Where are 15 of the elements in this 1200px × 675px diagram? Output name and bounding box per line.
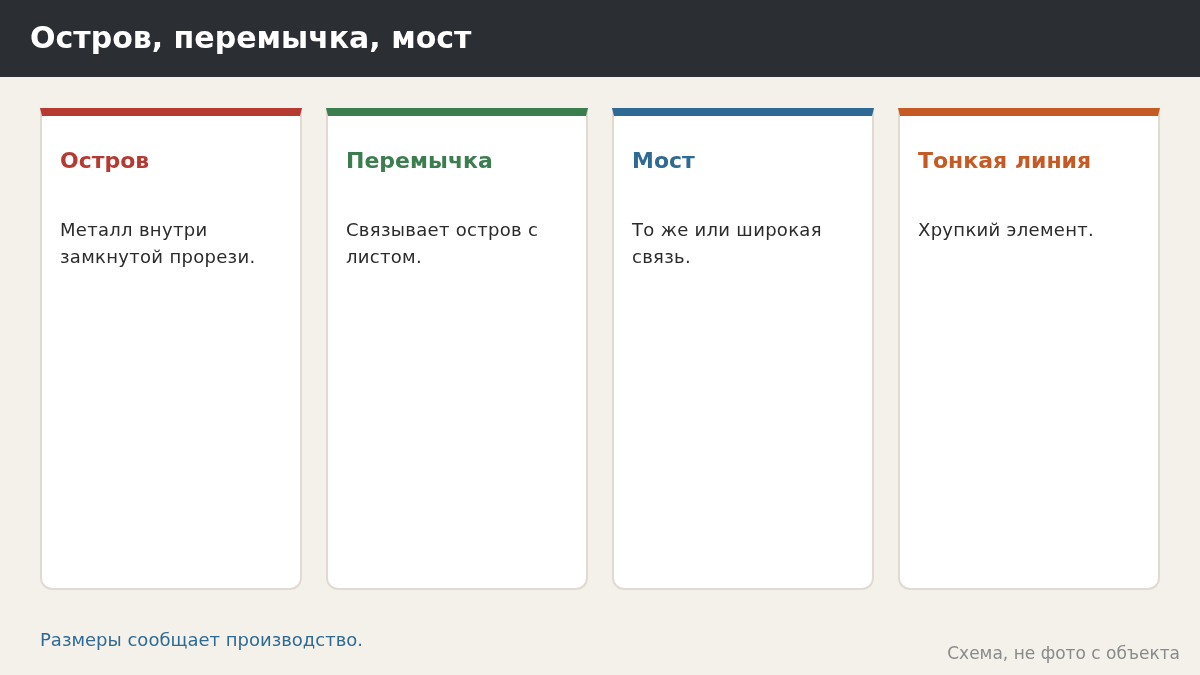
title: Остров, перемычка, мост — [30, 19, 472, 57]
card-panel — [40, 108, 302, 590]
card-text: То же или широкая связь. — [632, 218, 823, 269]
card-title: Мост — [632, 147, 695, 175]
card-title: Остров — [60, 147, 150, 175]
card-text: Металл внутри замкнутой прорези. — [60, 218, 257, 269]
footer-note: Размеры сообщает производство. — [40, 628, 364, 652]
card-title: Тонкая линия — [918, 147, 1092, 175]
card-text: Хрупкий элемент. — [918, 218, 1096, 242]
card-panel — [898, 108, 1160, 590]
card-panel — [612, 108, 874, 590]
source-note: Схема, не фото с объекта — [947, 642, 1180, 664]
card-title: Перемычка — [346, 147, 493, 175]
card-panel — [326, 108, 588, 590]
card-text: Связывает остров с листом. — [346, 218, 540, 269]
